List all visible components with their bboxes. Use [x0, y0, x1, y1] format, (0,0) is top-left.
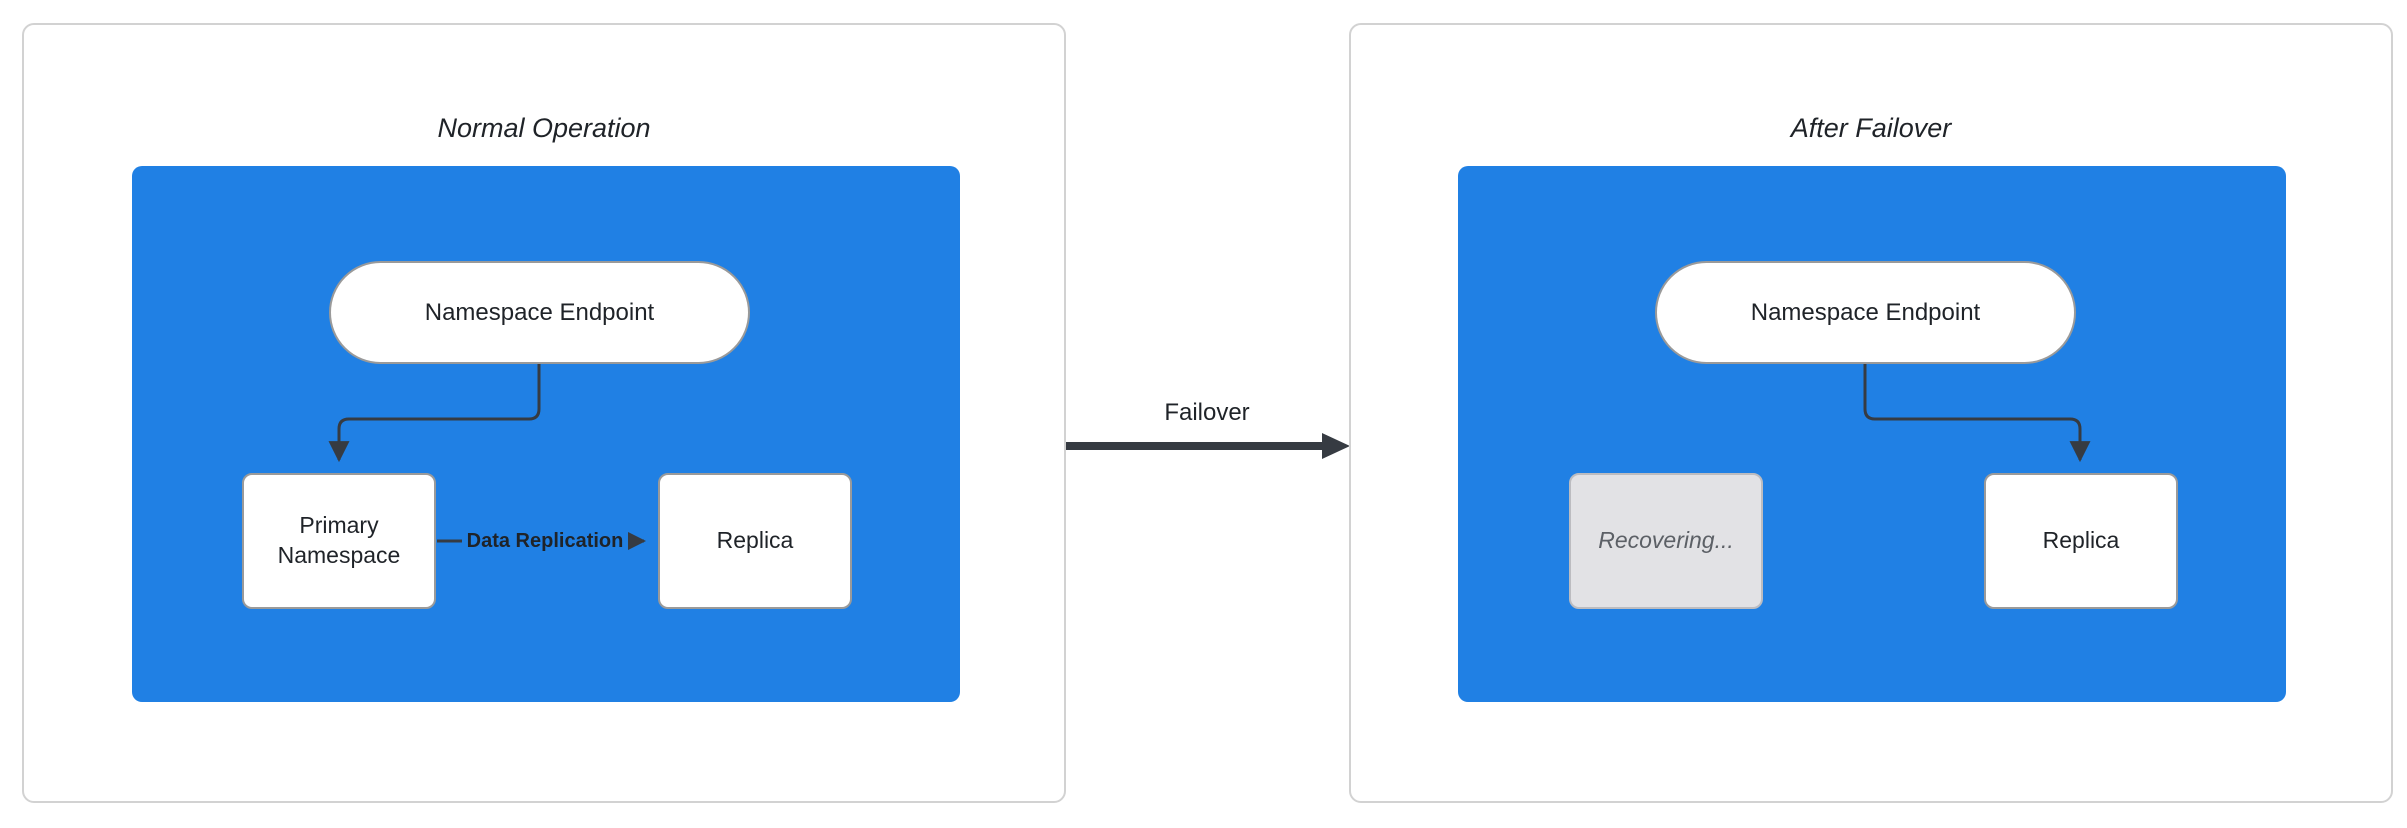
namespace-endpoint-node: Namespace Endpoint: [329, 261, 750, 364]
replica-node: Replica: [658, 473, 852, 609]
failover-arrow: [1066, 433, 1350, 459]
endpoint-to-primary-arrow: [328, 363, 541, 463]
failover-label: Failover: [1164, 399, 1250, 426]
recovering-node: Recovering...: [1569, 473, 1763, 609]
after-failover-panel: After Failover Namespace Endpoint Recove…: [1349, 23, 2393, 803]
normal-cluster-arrows: [328, 363, 647, 552]
endpoint-to-replica-arrow: [1863, 363, 2091, 463]
normal-panel-title: Normal Operation: [437, 113, 651, 143]
normal-operation-panel: Normal Operation Namespace Endpoint Prim…: [22, 23, 1066, 803]
failover-cluster-arrows: [1863, 363, 2091, 463]
failover-panel-title: After Failover: [1790, 113, 1952, 143]
data-replication-label: Data Replication: [462, 522, 628, 560]
replica-node: Replica: [1984, 473, 2178, 609]
normal-cluster-background: Namespace Endpoint Primary Namespace Rep…: [132, 166, 960, 702]
primary-namespace-node: Primary Namespace: [242, 473, 436, 609]
failover-cluster-background: Namespace Endpoint Recovering... Replica: [1458, 166, 2286, 702]
namespace-endpoint-node: Namespace Endpoint: [1655, 261, 2076, 364]
